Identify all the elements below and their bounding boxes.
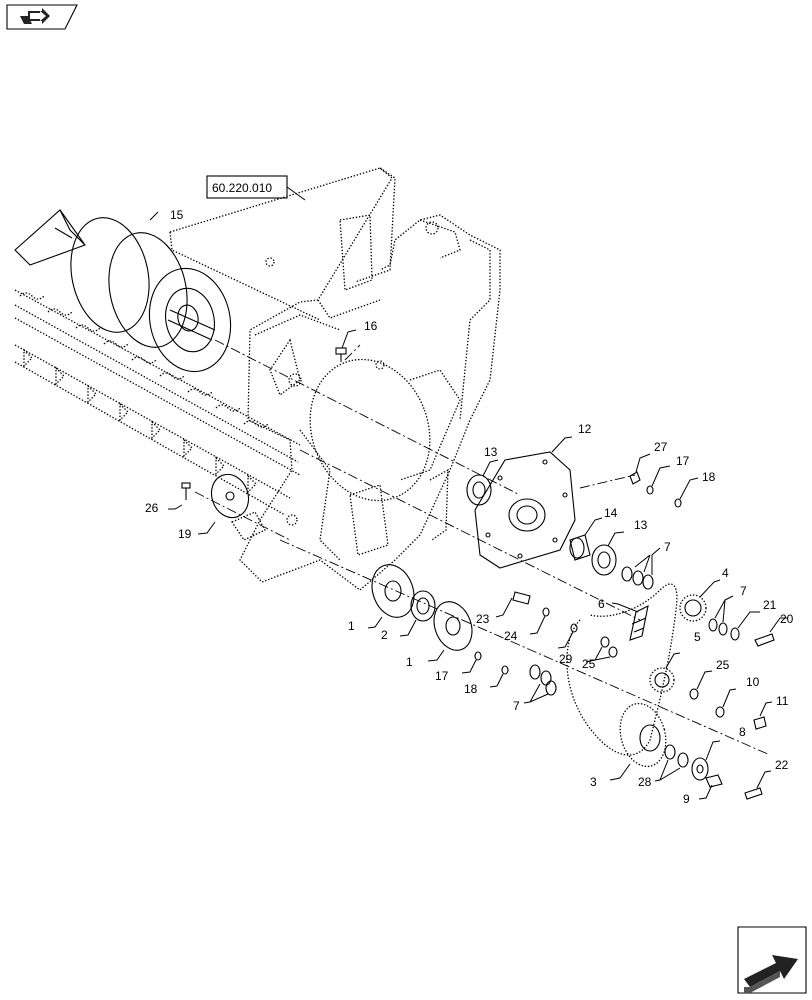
bolt-16 xyxy=(335,329,357,362)
callout-1[interactable]: 1 xyxy=(406,655,413,669)
callout-27[interactable]: 27 xyxy=(654,440,668,454)
callout-20[interactable]: 20 xyxy=(780,612,794,626)
callout-7[interactable]: 7 xyxy=(513,699,520,713)
callout-13[interactable]: 13 xyxy=(484,445,498,459)
bushing-14 xyxy=(569,517,603,561)
frame-side-plate xyxy=(169,167,501,591)
callout-4[interactable]: 4 xyxy=(722,566,729,580)
callout-1[interactable]: 1 xyxy=(348,619,355,633)
callout-18[interactable]: 18 xyxy=(464,682,478,696)
callout-29[interactable]: 29 xyxy=(559,652,573,666)
callout-26[interactable]: 26 xyxy=(145,501,159,515)
parts-17-18-lower xyxy=(461,651,509,688)
callout-14[interactable]: 14 xyxy=(604,506,618,520)
callout-13[interactable]: 13 xyxy=(634,518,648,532)
bearing-13-upper xyxy=(466,459,499,506)
chain-link-6 xyxy=(611,602,649,641)
callout-3[interactable]: 3 xyxy=(590,775,597,789)
callout-19[interactable]: 19 xyxy=(178,527,192,541)
callout-12[interactable]: 12 xyxy=(578,422,592,436)
parts-25-10-11 xyxy=(689,670,773,730)
pin-22 xyxy=(744,770,772,800)
callout-5[interactable]: 5 xyxy=(694,630,701,644)
washers-28 xyxy=(654,744,689,782)
callout-17[interactable]: 17 xyxy=(435,669,449,683)
reference-box[interactable]: 60.220.010 xyxy=(206,175,306,201)
callout-8[interactable]: 8 xyxy=(739,725,746,739)
callout-16[interactable]: 16 xyxy=(364,319,378,333)
callout-11[interactable]: 11 xyxy=(776,694,789,708)
washer-8 xyxy=(691,740,721,781)
washers-25-middle xyxy=(585,636,618,663)
bolt-26-washer-19 xyxy=(168,473,250,535)
callout-17[interactable]: 17 xyxy=(676,454,690,468)
callout-7[interactable]: 7 xyxy=(740,584,747,598)
previous-page-button[interactable] xyxy=(4,4,78,30)
bearing-plate-12 xyxy=(474,436,576,569)
flange-1-right xyxy=(427,601,473,662)
sprocket-4 xyxy=(679,579,721,622)
sprocket-5 xyxy=(649,652,681,693)
washer-24 xyxy=(529,607,550,635)
washers-7-upper xyxy=(621,547,661,590)
reference-box-label: 60.220.010 xyxy=(212,181,272,195)
callout-25[interactable]: 25 xyxy=(582,657,596,671)
washer-29 xyxy=(557,623,578,649)
callout-25[interactable]: 25 xyxy=(716,658,730,672)
washers-7-sprocket xyxy=(708,595,788,647)
callout-22[interactable]: 22 xyxy=(775,758,789,772)
bearing-2 xyxy=(399,590,436,637)
callout-21[interactable]: 21 xyxy=(763,598,777,612)
shaft-23 xyxy=(495,591,531,618)
callout-28[interactable]: 28 xyxy=(638,775,652,789)
callout-24[interactable]: 24 xyxy=(504,629,518,643)
callout-18[interactable]: 18 xyxy=(702,470,716,484)
washers-7-lower xyxy=(523,664,557,704)
bearing-13-lower xyxy=(591,531,625,576)
sprocket-3 xyxy=(609,702,667,781)
next-page-button[interactable] xyxy=(736,925,808,995)
feeder-chain-slats xyxy=(14,289,301,516)
flange-1-left xyxy=(367,564,415,629)
auger-assembly xyxy=(14,209,232,373)
callout-23[interactable]: 23 xyxy=(476,612,490,626)
callout-10[interactable]: 10 xyxy=(746,675,760,689)
assembly-center-lines xyxy=(194,339,771,756)
parts-27-17-18 xyxy=(629,453,699,508)
callout-6[interactable]: 6 xyxy=(598,597,605,611)
callout-2[interactable]: 2 xyxy=(381,628,388,642)
callout-7[interactable]: 7 xyxy=(664,540,671,554)
forward-arrow-icon xyxy=(737,926,807,994)
callout-9[interactable]: 9 xyxy=(683,792,690,806)
back-arrow-icon xyxy=(6,4,78,30)
pin-9 xyxy=(698,774,723,800)
callout-15[interactable]: 15 xyxy=(170,208,184,222)
